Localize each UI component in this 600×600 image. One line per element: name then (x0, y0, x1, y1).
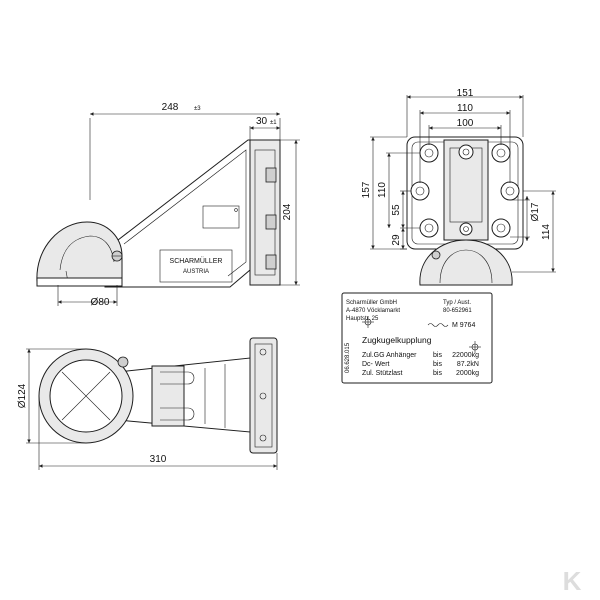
plate-row-label: Dc- Wert (362, 361, 390, 368)
plate-row-value: 87.2kN (457, 361, 479, 368)
dim-110-vertical: 110 (377, 182, 388, 198)
type-plate-border (341, 292, 493, 384)
plate-approval: M 9764 (452, 322, 475, 329)
crosshair-icon-left (362, 316, 374, 328)
plate-address2: Hauptstr. 25 (346, 316, 379, 322)
plate-row-value: 2000kg (456, 370, 479, 377)
front-ball-dome (419, 239, 513, 286)
dim-hole-17: Ø17 (530, 202, 541, 221)
dim-30: 30 (256, 116, 268, 127)
brand-logo: K (563, 566, 582, 596)
crosshair-icon-right (469, 341, 481, 353)
dim-30-tol: ±1 (270, 120, 277, 126)
approval-wave-icon (427, 323, 449, 327)
plate-type-value: 80-652961 (443, 308, 472, 314)
dim-310: 310 (150, 454, 167, 465)
dim-248-tol: ±3 (194, 106, 201, 112)
top-view: Ø124 310 (17, 337, 278, 470)
dim-114: 114 (541, 224, 552, 240)
dim-204: 204 (282, 203, 293, 220)
plate-row-label: Zul.GG Anhänger (362, 352, 417, 359)
front-view: 151 110 100 157 110 55 29 Ø17 (361, 88, 556, 286)
plate-row-bis: bis (433, 370, 442, 377)
dim-100: 100 (457, 118, 474, 129)
dim-157: 157 (361, 181, 372, 198)
plate-type-label: Typ / Aust. (443, 300, 471, 306)
plate-row-bis: bis (433, 361, 442, 368)
dim-110: 110 (457, 103, 473, 114)
plate-row-bis: bis (433, 352, 442, 359)
side-brand-label: SCHARMÜLLER (170, 257, 223, 265)
dim-ball-80: Ø80 (91, 297, 110, 308)
plate-row-value: 22000kg (452, 352, 479, 359)
dim-55: 55 (391, 204, 402, 216)
side-view: SCHARMÜLLER AUSTRIA 248 ±3 30 ±1 204 Ø80 (36, 102, 300, 308)
type-plate: Scharmüller GmbH A-4870 Vöcklamarkt Haup… (341, 292, 493, 384)
plate-company: Scharmüller GmbH (346, 300, 397, 306)
dim-diameter-124: Ø124 (17, 383, 28, 408)
dim-29: 29 (391, 234, 402, 246)
side-brand-sub: AUSTRIA (183, 269, 209, 275)
plate-address1: A-4870 Vöcklamarkt (346, 308, 400, 314)
side-ball-dome (36, 221, 123, 283)
plate-side-code: 06.628.015 (345, 342, 351, 373)
dim-151: 151 (457, 88, 474, 99)
plate-row-label: Zul. Stützlast (362, 370, 403, 377)
dim-248: 248 (162, 102, 179, 113)
plate-product: Zugkugelkupplung (362, 335, 432, 345)
